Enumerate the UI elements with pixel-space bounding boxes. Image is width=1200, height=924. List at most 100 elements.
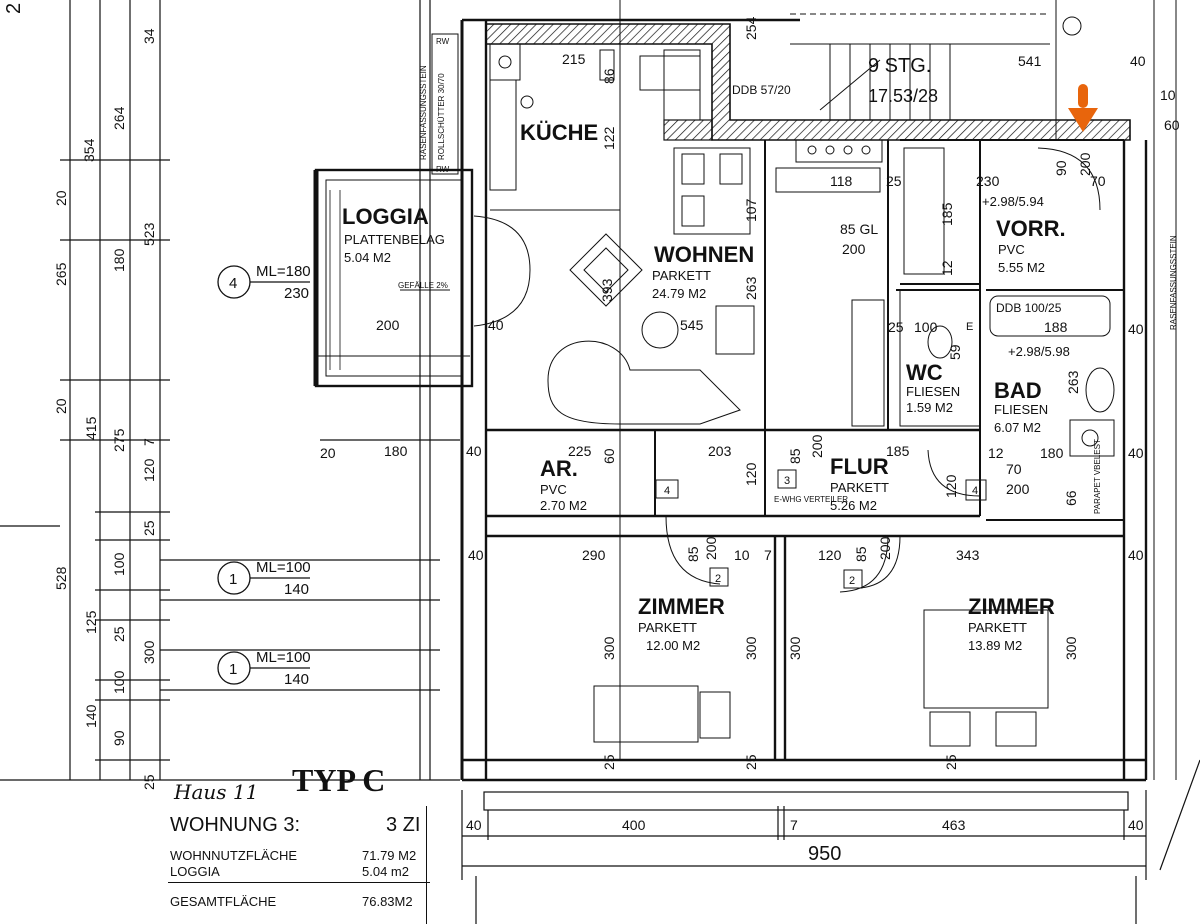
door-tag-e: E [966,321,973,333]
dim-86: 86 [601,68,617,84]
dim-215: 215 [562,51,586,67]
dim-100b: 100 [111,670,127,694]
legend-row-label-2: GESAMTFLÄCHE [170,894,277,909]
dim-34: 34 [141,28,157,44]
dim-185-flur: 185 [886,443,910,459]
dim-40-bath-right: 40 [1128,321,1144,337]
bedroom-labels: ZIMMER PARKETT 12.00 M2 ZIMMER PARKETT 1… [468,321,1144,770]
ar-flur-labels: AR. PVC 2.70 M2 225 60 40 203 120 4 3 E-… [466,434,978,513]
wc-name: WC [906,360,943,385]
legend-divider [168,882,430,883]
loggia-area: 5.04 M2 [344,250,391,265]
bottom-dimension-chain [461,759,1200,924]
window-tags [217,265,310,685]
label-rw1: RW [436,37,450,46]
dim-264: 264 [111,106,127,130]
bad-finish: FLIESEN [994,402,1048,417]
bad-area: 6.07 M2 [994,420,1041,435]
dim-59: 59 [947,344,963,360]
legend-row-value-2: 76.83M2 [362,894,413,909]
dim-bottom-40a: 40 [466,817,482,833]
dim-290: 290 [582,547,606,563]
ar-flur [655,449,987,589]
dim-40-z2: 40 [1128,547,1144,563]
facade-strip: RW RW ROLLSCHÜTTER 30/70 RASENFASSUNGSST… [419,33,1178,330]
legend-row-label-0: WOHNNUTZFLÄCHE [170,848,298,863]
window-tag-1b-ml: ML=100 [256,649,311,666]
left-dimension-chains [0,0,460,781]
window-tag-4-num: 4 [229,275,237,292]
dim-180-bad: 180 [1040,445,1064,461]
legend-right-border [426,806,427,924]
dim-90-vorr: 90 [1053,160,1069,176]
zimmer1-finish: PARKETT [638,620,697,635]
dim-10-z1: 10 [734,547,750,563]
window-tag-1a-num: 1 [229,571,237,588]
dim-85-flur: 85 [787,448,803,464]
dim-230-vorr: 230 [976,173,1000,189]
dim-40-ar: 40 [466,443,482,459]
window-tag-4-ml: ML=180 [256,263,311,280]
zimmer2-name: ZIMMER [968,594,1055,619]
dim-40-top: 40 [1130,53,1146,69]
dim-20a: 20 [53,190,69,206]
dim-100-wc: 100 [914,319,938,335]
living-room [473,139,885,427]
bedrooms [593,535,1049,747]
dim-523: 523 [141,222,157,246]
bad-name: BAD [994,378,1042,403]
wohnen-finish: PARKETT [652,268,711,283]
dim-185-vorr: 185 [939,202,955,226]
dim-354: 354 [81,138,97,162]
zimmer2-area: 13.89 M2 [968,638,1022,653]
vorr-name: VORR. [996,216,1066,241]
dim-25a: 25 [141,520,157,536]
dim-275: 275 [111,428,127,452]
staircase-labels: 9 STG. 17.53/28 541 254 40 10 60 [743,16,1180,133]
dim-85-z1: 85 [685,546,701,562]
ar-name: AR. [540,456,578,481]
dim-loggia-180: 180 [384,443,408,459]
dim-12-vorr: 12 [939,260,955,276]
dim-25-z2: 25 [743,754,759,770]
dim-200-flur: 200 [809,434,825,458]
dim-25c: 25 [141,774,157,790]
dim-25-living: 25 [886,173,902,189]
dim-60-ar: 60 [601,448,617,464]
door-tag-4b: 4 [972,485,978,497]
legend-row-label-1: LOGGIA [170,864,220,879]
dim-70-bad: 70 [1006,461,1022,477]
typ-label: TYP C [292,762,386,798]
dim-120: 120 [141,458,157,482]
dim-25-z3: 25 [943,754,959,770]
dim-10-top: 10 [1160,87,1176,103]
dim-120-flur: 120 [743,462,759,486]
dim-200-z2: 200 [877,536,893,560]
dim-100a: 100 [111,552,127,576]
dim-254: 254 [743,16,759,40]
dim-263b: 263 [1065,370,1081,394]
title-block: Haus 11 TYP C WOHNUNG 3: 3 ZI WOHNNUTZFL… [150,762,450,924]
wc-area: 1.59 M2 [906,400,953,415]
dim-107: 107 [743,198,759,222]
ar-finish: PVC [540,482,567,497]
window-tag-1a-h: 140 [284,581,309,598]
dim-bottom-463: 463 [942,817,966,833]
flur-name: FLUR [830,454,889,479]
label-ewhg: E-WHG VERTEILER [774,495,848,504]
door-tag-4a: 4 [664,485,670,497]
dim-300-z1a: 300 [601,636,617,660]
left-dimension-labels: 354 264 34 20 180 523 265 20 415 275 7 1… [3,3,157,790]
wc-bath-labels: WC FLIESEN 1.59 M2 100 25 E 59 BAD FLIES… [888,301,1102,514]
flur-area: 5.26 M2 [830,498,877,513]
dim-528: 528 [53,566,69,590]
legend-row-value-1: 5.04 m2 [362,864,409,879]
dim-loggia-20: 20 [320,445,336,461]
dim-343: 343 [956,547,980,563]
vorraum-labels: VORR. PVC 5.55 M2 +2.98/5.94 230 185 200… [939,152,1106,276]
dim-bottom-400: 400 [622,817,646,833]
loggia-labels: LOGGIA PLATTENBELAG 5.04 M2 GEFÄLLE 2% 2… [320,204,448,461]
dim-545: 545 [680,317,704,333]
label-85gl: 85 GL [840,221,878,237]
